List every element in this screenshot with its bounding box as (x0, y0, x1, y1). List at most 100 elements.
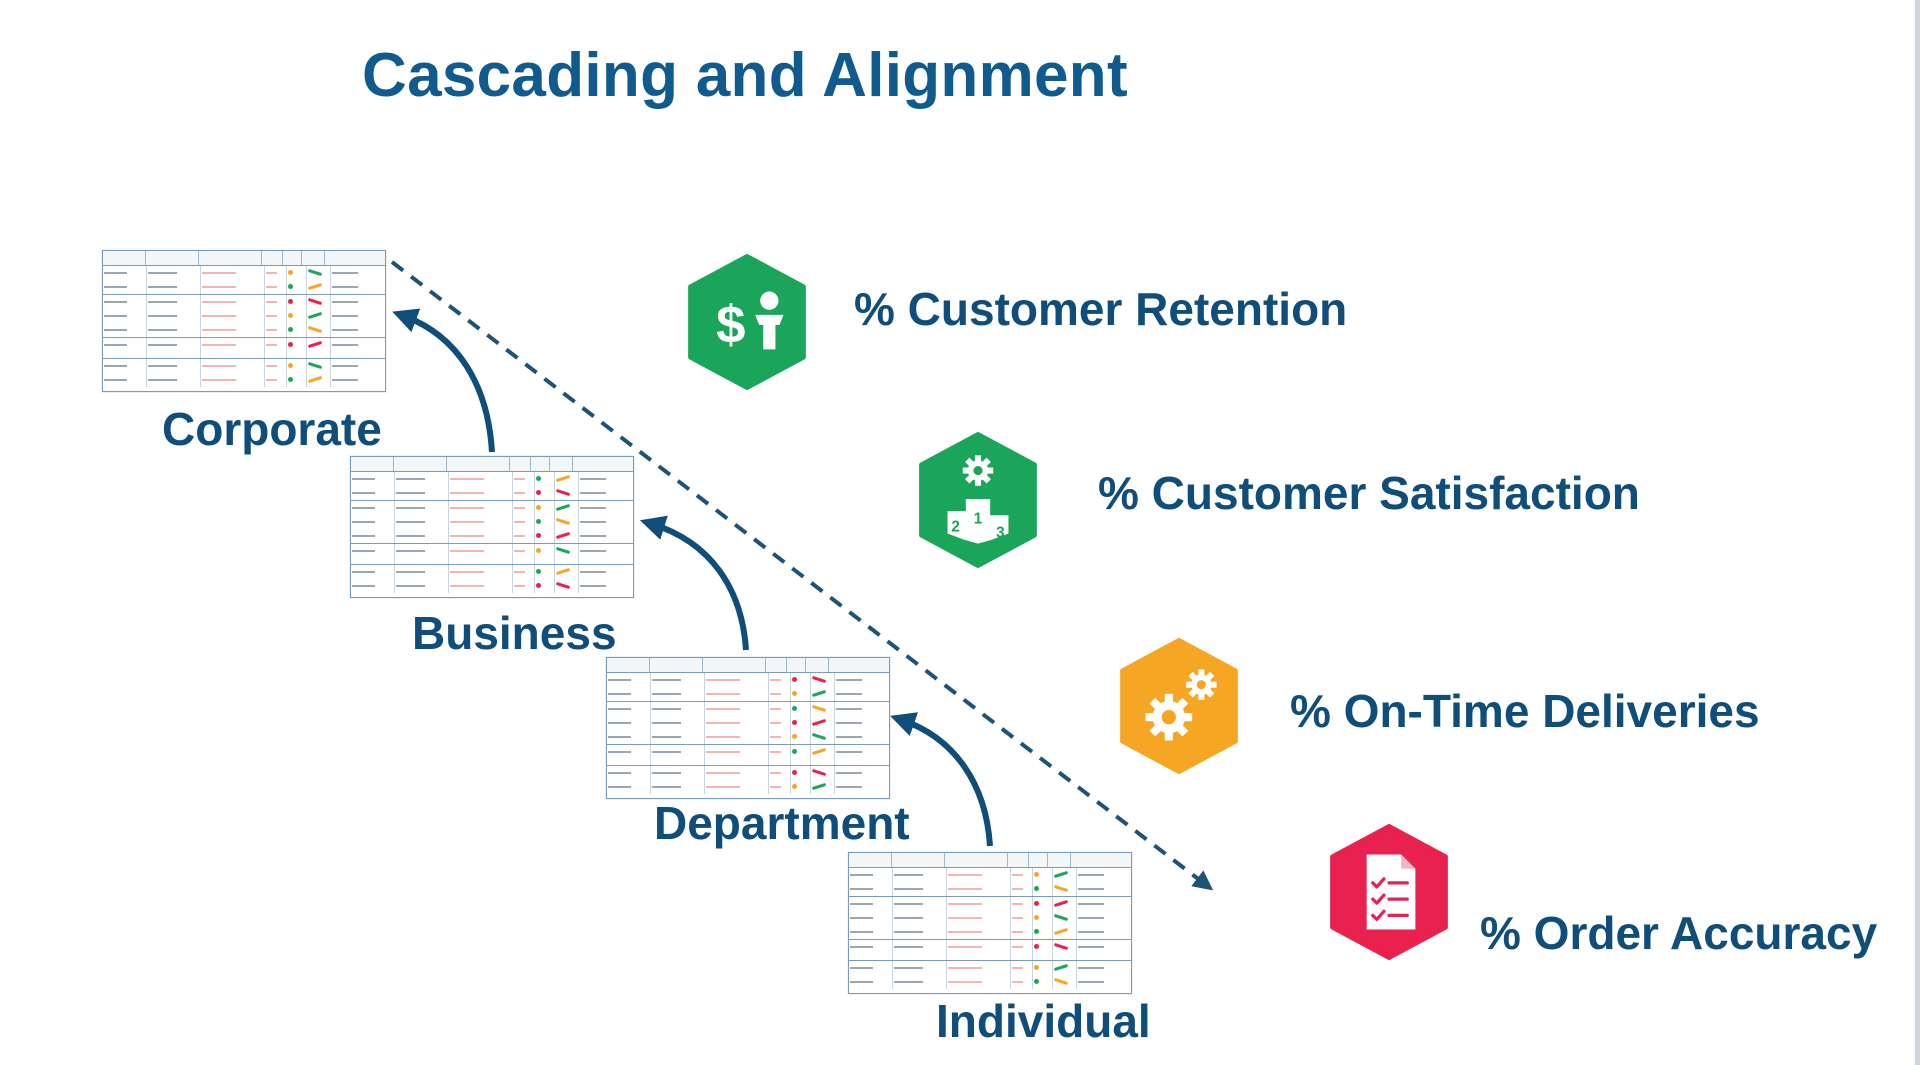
scorecard-cell-text (352, 477, 375, 480)
scorecard-cell-text (332, 364, 358, 367)
scorecard-cell-text (652, 750, 681, 753)
scorecard-cell-text (580, 506, 606, 509)
rating-dot (288, 284, 293, 290)
scorecard-cell-text (202, 328, 236, 331)
scorecard-cell-text (770, 735, 781, 738)
scorecard-department (606, 657, 890, 799)
scorecard-cell-text (450, 491, 484, 494)
scorecard-cell-text (396, 520, 425, 523)
scorecard-cell-text (396, 534, 425, 537)
scorecard-cell-text (266, 314, 277, 317)
scorecard-cell-text (266, 343, 277, 346)
rating-dot (288, 363, 293, 369)
scorecard-section (351, 472, 633, 501)
checklist-document-icon (1330, 824, 1448, 960)
scorecard-section (103, 266, 385, 295)
rating-dot (288, 299, 293, 305)
scorecard-cell-text (266, 364, 277, 367)
scorecard-cell-text (770, 785, 781, 788)
scorecard-cell-text (104, 271, 127, 274)
scorecard-cell-text (894, 887, 923, 890)
scorecard-cell-text (580, 477, 606, 480)
rating-dot (288, 342, 293, 348)
scorecard-section (607, 673, 889, 702)
scorecard-cell-text (770, 721, 781, 724)
scorecard-cell-text (894, 916, 923, 919)
scorecard-cell-text (1078, 916, 1104, 919)
scorecard-cell-text (148, 300, 177, 303)
scorecard-cell-text (608, 785, 631, 788)
scorecard-cell-text (706, 771, 740, 774)
scorecard-cell-text (450, 570, 484, 573)
scorecard-header (849, 853, 1131, 868)
rating-dot (288, 377, 293, 383)
scorecard-cell-text (450, 520, 484, 523)
scorecard-cell-text (948, 930, 982, 933)
scorecard-cell-text (948, 873, 982, 876)
scorecard-cell-text (1078, 873, 1104, 876)
scorecard-cell-text (514, 549, 525, 552)
scorecard-cell-text (948, 902, 982, 905)
scorecard-cell-text (202, 314, 236, 317)
scorecard-cell-text (948, 887, 982, 890)
scorecard-section (607, 702, 889, 745)
scorecard-cell-text (836, 721, 862, 724)
svg-text:1: 1 (974, 510, 983, 527)
rating-dot (792, 784, 797, 790)
scorecard-cell-text (580, 549, 606, 552)
rating-dot (792, 677, 797, 683)
scorecard-cell-text (396, 477, 425, 480)
scorecard-cell-text (352, 491, 375, 494)
rating-dot (1034, 979, 1039, 985)
kpi-label-customer-retention: % Customer Retention (854, 283, 1348, 335)
scorecard-cell-text (706, 707, 740, 710)
scorecard-cell-text (706, 785, 740, 788)
scorecard-cell-text (148, 378, 177, 381)
scorecard-cell-text (608, 771, 631, 774)
scorecard-section (351, 544, 633, 565)
scorecard-cell-text (332, 285, 358, 288)
scorecard-cell-text (948, 966, 982, 969)
scorecard-section (103, 295, 385, 338)
scorecard-cell-text (104, 364, 127, 367)
scorecard-cell-text (948, 945, 982, 948)
scorecard-cell-text (514, 506, 525, 509)
scorecard-cell-text (608, 721, 631, 724)
scorecard-cell-text (706, 750, 740, 753)
scorecard-cell-text (706, 735, 740, 738)
scorecard-cell-text (652, 771, 681, 774)
gears-icon (1120, 638, 1238, 774)
scorecard-cell-text (514, 491, 525, 494)
rating-dot (1034, 944, 1039, 950)
scorecard-individual (848, 852, 1132, 994)
scorecard-cell-text (652, 721, 681, 724)
scorecard-cell-text (450, 477, 484, 480)
scorecard-cell-text (104, 300, 127, 303)
scorecard-cell-text (580, 584, 606, 587)
rating-dot (792, 706, 797, 712)
scorecard-cell-text (1012, 916, 1023, 919)
scorecard-section (607, 766, 889, 794)
svg-text:2: 2 (951, 518, 959, 535)
scorecard-cell-text (836, 735, 862, 738)
scorecard-cell-text (770, 692, 781, 695)
scorecard-cell-text (706, 692, 740, 695)
scorecard-cell-text (770, 707, 781, 710)
scorecard-cell-text (652, 692, 681, 695)
scorecard-cell-text (1078, 887, 1104, 890)
scorecard-corporate (102, 250, 386, 392)
scorecard-cell-text (202, 364, 236, 367)
scorecard-cell-text (202, 378, 236, 381)
scorecard-section (351, 565, 633, 593)
rating-dot (288, 270, 293, 276)
scorecard-cell-text (1012, 930, 1023, 933)
scorecard-cell-text (850, 887, 873, 890)
scorecard-cell-text (148, 343, 177, 346)
dollar-person-icon: $ (688, 254, 806, 390)
scorecard-section (849, 961, 1131, 989)
scorecard-cell-text (580, 534, 606, 537)
scorecard-cell-text (1078, 980, 1104, 983)
scorecard-cell-text (266, 378, 277, 381)
rating-dot (1034, 886, 1039, 892)
scorecard-cell-text (948, 980, 982, 983)
